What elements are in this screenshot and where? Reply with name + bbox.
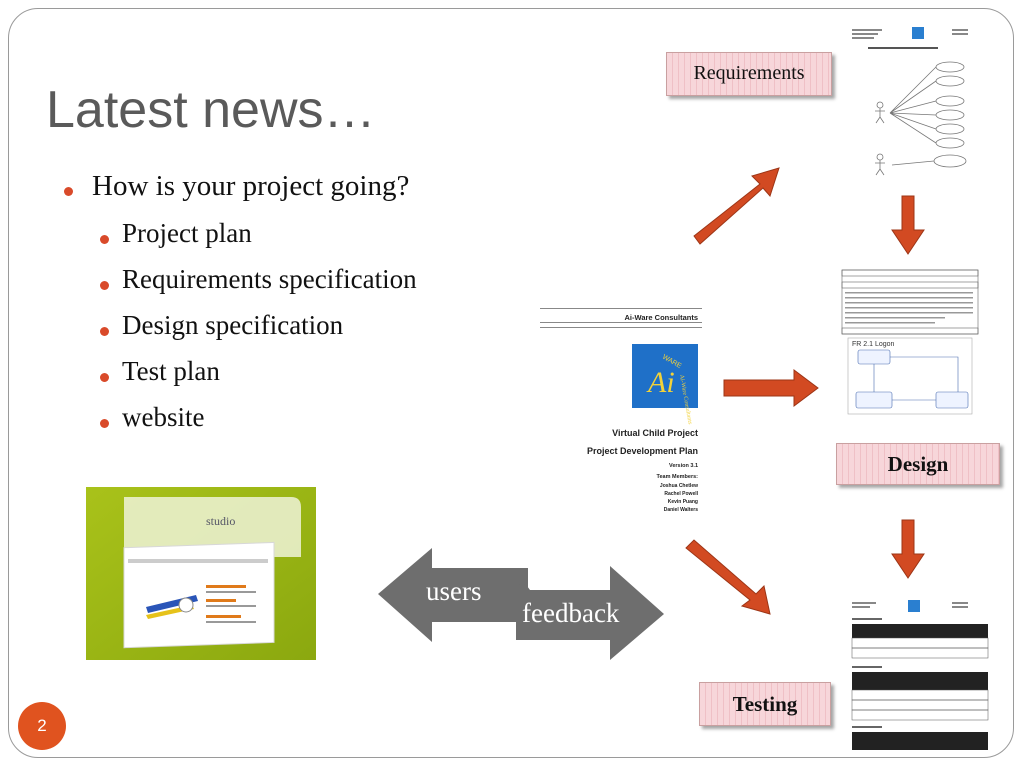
plan-member: Kevin Puang [668, 499, 698, 505]
page-number-badge: 2 [18, 702, 66, 750]
requirements-document [840, 25, 980, 190]
bullet-dot-icon [100, 235, 109, 244]
bullet-text: Test plan [122, 356, 220, 386]
arrow-down-right-icon [685, 539, 771, 615]
bullet-text: Requirements specification [122, 264, 417, 294]
bullet-text: Design specification [122, 310, 344, 340]
project-plan-document: Ai-Ware Consultants Ai WARE Ai-Ware Cons… [540, 300, 702, 516]
slide-title: Latest news… [46, 81, 376, 139]
design-document: FR 2.1 Logon [840, 268, 980, 418]
plan-company-name: Ai-Ware Consultants [625, 313, 698, 322]
plan-title: Virtual Child Project [612, 428, 698, 438]
arrow-down-icon [891, 519, 925, 579]
bullet-dot-icon [100, 327, 109, 336]
testing-label: Testing [699, 682, 831, 726]
svg-text:Ai: Ai [646, 366, 675, 399]
bullet-dot-icon [64, 187, 73, 196]
arrow-up-right-icon [693, 167, 780, 245]
bullet-item: website [62, 402, 417, 448]
users-label: users [426, 576, 482, 606]
bullet-item: Test plan [62, 356, 417, 402]
bullet-text: How is your project going? [92, 170, 410, 202]
bullet-item: How is your project going? [62, 170, 417, 218]
arrow-right-icon [723, 369, 819, 407]
arrow-down-icon [891, 195, 925, 255]
plan-version: Version 3.1 [669, 463, 698, 469]
feedback-arrow-shape [516, 566, 664, 660]
users-arrow-shape [378, 548, 528, 642]
bullet-text: website [122, 402, 205, 432]
bullet-item: Requirements specification [62, 264, 417, 310]
bullet-text: Project plan [122, 218, 252, 248]
bullet-dot-icon [100, 281, 109, 290]
plan-member: Joshua Chetlew [660, 483, 698, 489]
bullet-dot-icon [100, 419, 109, 428]
website-thumbnail: studio [86, 487, 316, 660]
plan-members-heading: Team Members: [657, 474, 699, 480]
plan-member: Daniel Walters [664, 507, 698, 513]
plan-member: Rachel Powell [664, 491, 698, 497]
design-diagram-title: FR 2.1 Logon [852, 341, 895, 348]
bullet-dot-icon [100, 373, 109, 382]
test-plan-document [840, 596, 990, 756]
website-logo-text: studio [206, 514, 235, 528]
design-label: Design [836, 443, 1000, 485]
bullet-list: How is your project going? Project plan … [62, 170, 417, 448]
project-plan-page: Ai-Ware Consultants Ai WARE Ai-Ware Cons… [540, 308, 702, 513]
feedback-label: feedback [522, 598, 620, 628]
bullet-item: Project plan [62, 218, 417, 264]
plan-subtitle: Project Development Plan [587, 446, 698, 456]
requirements-label: Requirements [666, 52, 832, 96]
bullet-item: Design specification [62, 310, 417, 356]
